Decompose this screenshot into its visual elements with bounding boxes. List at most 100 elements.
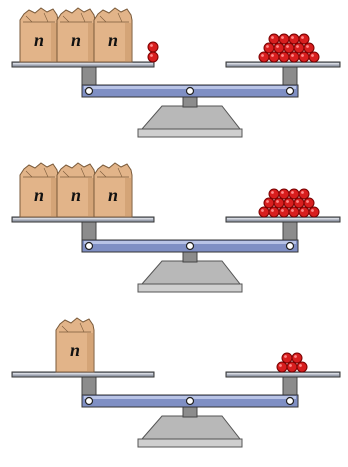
bag-shadow — [125, 23, 131, 61]
right-ball-2 — [268, 51, 280, 63]
right-ball-1 — [276, 361, 288, 373]
center-pivot — [185, 241, 195, 251]
right-ball-9 — [283, 197, 295, 209]
right-ball-1 — [258, 51, 270, 63]
right-ball-10-highlight — [296, 200, 299, 203]
bag-shadow — [88, 23, 94, 61]
right-ball-9 — [283, 42, 295, 54]
bag-variable-label: n — [34, 30, 44, 50]
left-ball-2-highlight — [150, 44, 153, 47]
scale-base — [137, 128, 243, 138]
paper-bag-2: n — [56, 7, 96, 63]
right-ball-4 — [288, 51, 300, 63]
right-ball-15 — [298, 188, 310, 200]
right-ball-13-highlight — [281, 191, 284, 194]
right-ball-11-highlight — [306, 45, 309, 48]
right-ball-14-highlight — [291, 36, 294, 39]
right-ball-11 — [303, 42, 315, 54]
bag-variable-label: n — [70, 340, 80, 360]
left-ball-1-highlight — [150, 54, 153, 57]
balance-scale-3-drawing: n — [11, 317, 341, 448]
right-ball-7-highlight — [266, 45, 269, 48]
right-ball-4 — [281, 352, 293, 364]
right-ball-3 — [296, 361, 308, 373]
bag-variable-label: n — [71, 30, 81, 50]
right-ball-15-highlight — [301, 191, 304, 194]
right-ball-14 — [288, 188, 300, 200]
right-ball-5 — [298, 206, 310, 218]
scale-stand — [140, 260, 242, 285]
bag-crease — [99, 12, 123, 23]
right-pivot — [285, 396, 295, 406]
right-ball-10 — [293, 42, 305, 54]
bag-variable-label: n — [34, 185, 44, 205]
right-pan-highlight — [227, 373, 339, 375]
right-ball-3 — [278, 206, 290, 218]
right-ball-3-highlight — [281, 209, 284, 212]
right-ball-8 — [273, 197, 285, 209]
bag-shadow — [51, 23, 57, 61]
right-ball-13 — [278, 188, 290, 200]
right-ball-14 — [288, 33, 300, 45]
right-ball-5-highlight — [301, 54, 304, 57]
right-ball-4-highlight — [291, 209, 294, 212]
bag-body — [55, 317, 95, 373]
scale-column — [182, 250, 198, 263]
right-ball-4-highlight — [291, 54, 294, 57]
left-pan-highlight — [13, 373, 153, 375]
right-ball-6 — [308, 51, 320, 63]
bag-shadow — [88, 178, 94, 216]
paper-bag-3: n — [93, 162, 133, 218]
right-ball-13 — [278, 33, 290, 45]
left-pivot — [84, 86, 94, 96]
paper-bag-1: n — [19, 162, 59, 218]
right-ball-14-highlight — [291, 191, 294, 194]
scale-base — [137, 283, 243, 293]
right-ball-3-highlight — [299, 364, 302, 367]
right-ball-7 — [263, 42, 275, 54]
left-pan-highlight — [13, 218, 153, 220]
bag-body — [93, 162, 133, 218]
right-ball-11-highlight — [306, 200, 309, 203]
right-ball-7 — [263, 197, 275, 209]
right-ball-1-highlight — [279, 364, 282, 367]
right-ball-6-highlight — [311, 209, 314, 212]
right-pan-highlight — [227, 218, 339, 220]
bag-variable-label: n — [108, 30, 118, 50]
right-ball-9-highlight — [286, 200, 289, 203]
bag-variable-label: n — [71, 185, 81, 205]
right-ball-2 — [286, 361, 298, 373]
right-ball-2 — [268, 206, 280, 218]
right-ball-3 — [278, 51, 290, 63]
scale-stand — [140, 105, 242, 130]
right-ball-1 — [258, 206, 270, 218]
right-ball-10 — [293, 197, 305, 209]
right-ball-5-highlight — [294, 355, 297, 358]
bag-body — [93, 7, 133, 63]
right-ball-1-highlight — [261, 54, 264, 57]
right-ball-2-highlight — [271, 54, 274, 57]
center-pivot — [185, 396, 195, 406]
bag-crease — [62, 12, 86, 23]
right-ball-1-highlight — [261, 209, 264, 212]
right-ball-5-highlight — [301, 209, 304, 212]
scale-column — [182, 405, 198, 418]
center-pivot — [185, 86, 195, 96]
left-pivot — [84, 396, 94, 406]
bag-crease — [99, 167, 123, 178]
right-ball-4 — [288, 206, 300, 218]
right-ball-15-highlight — [301, 36, 304, 39]
bag-shadow — [51, 178, 57, 216]
right-ball-11 — [303, 197, 315, 209]
right-ball-2-highlight — [289, 364, 292, 367]
right-ball-10-highlight — [296, 45, 299, 48]
scale-column — [182, 95, 198, 108]
bag-shadow — [87, 333, 93, 371]
right-ball-5 — [291, 352, 303, 364]
balance-scale-3: n — [0, 310, 348, 467]
right-ball-8-highlight — [276, 45, 279, 48]
right-ball-6-highlight — [311, 54, 314, 57]
right-ball-6 — [308, 206, 320, 218]
